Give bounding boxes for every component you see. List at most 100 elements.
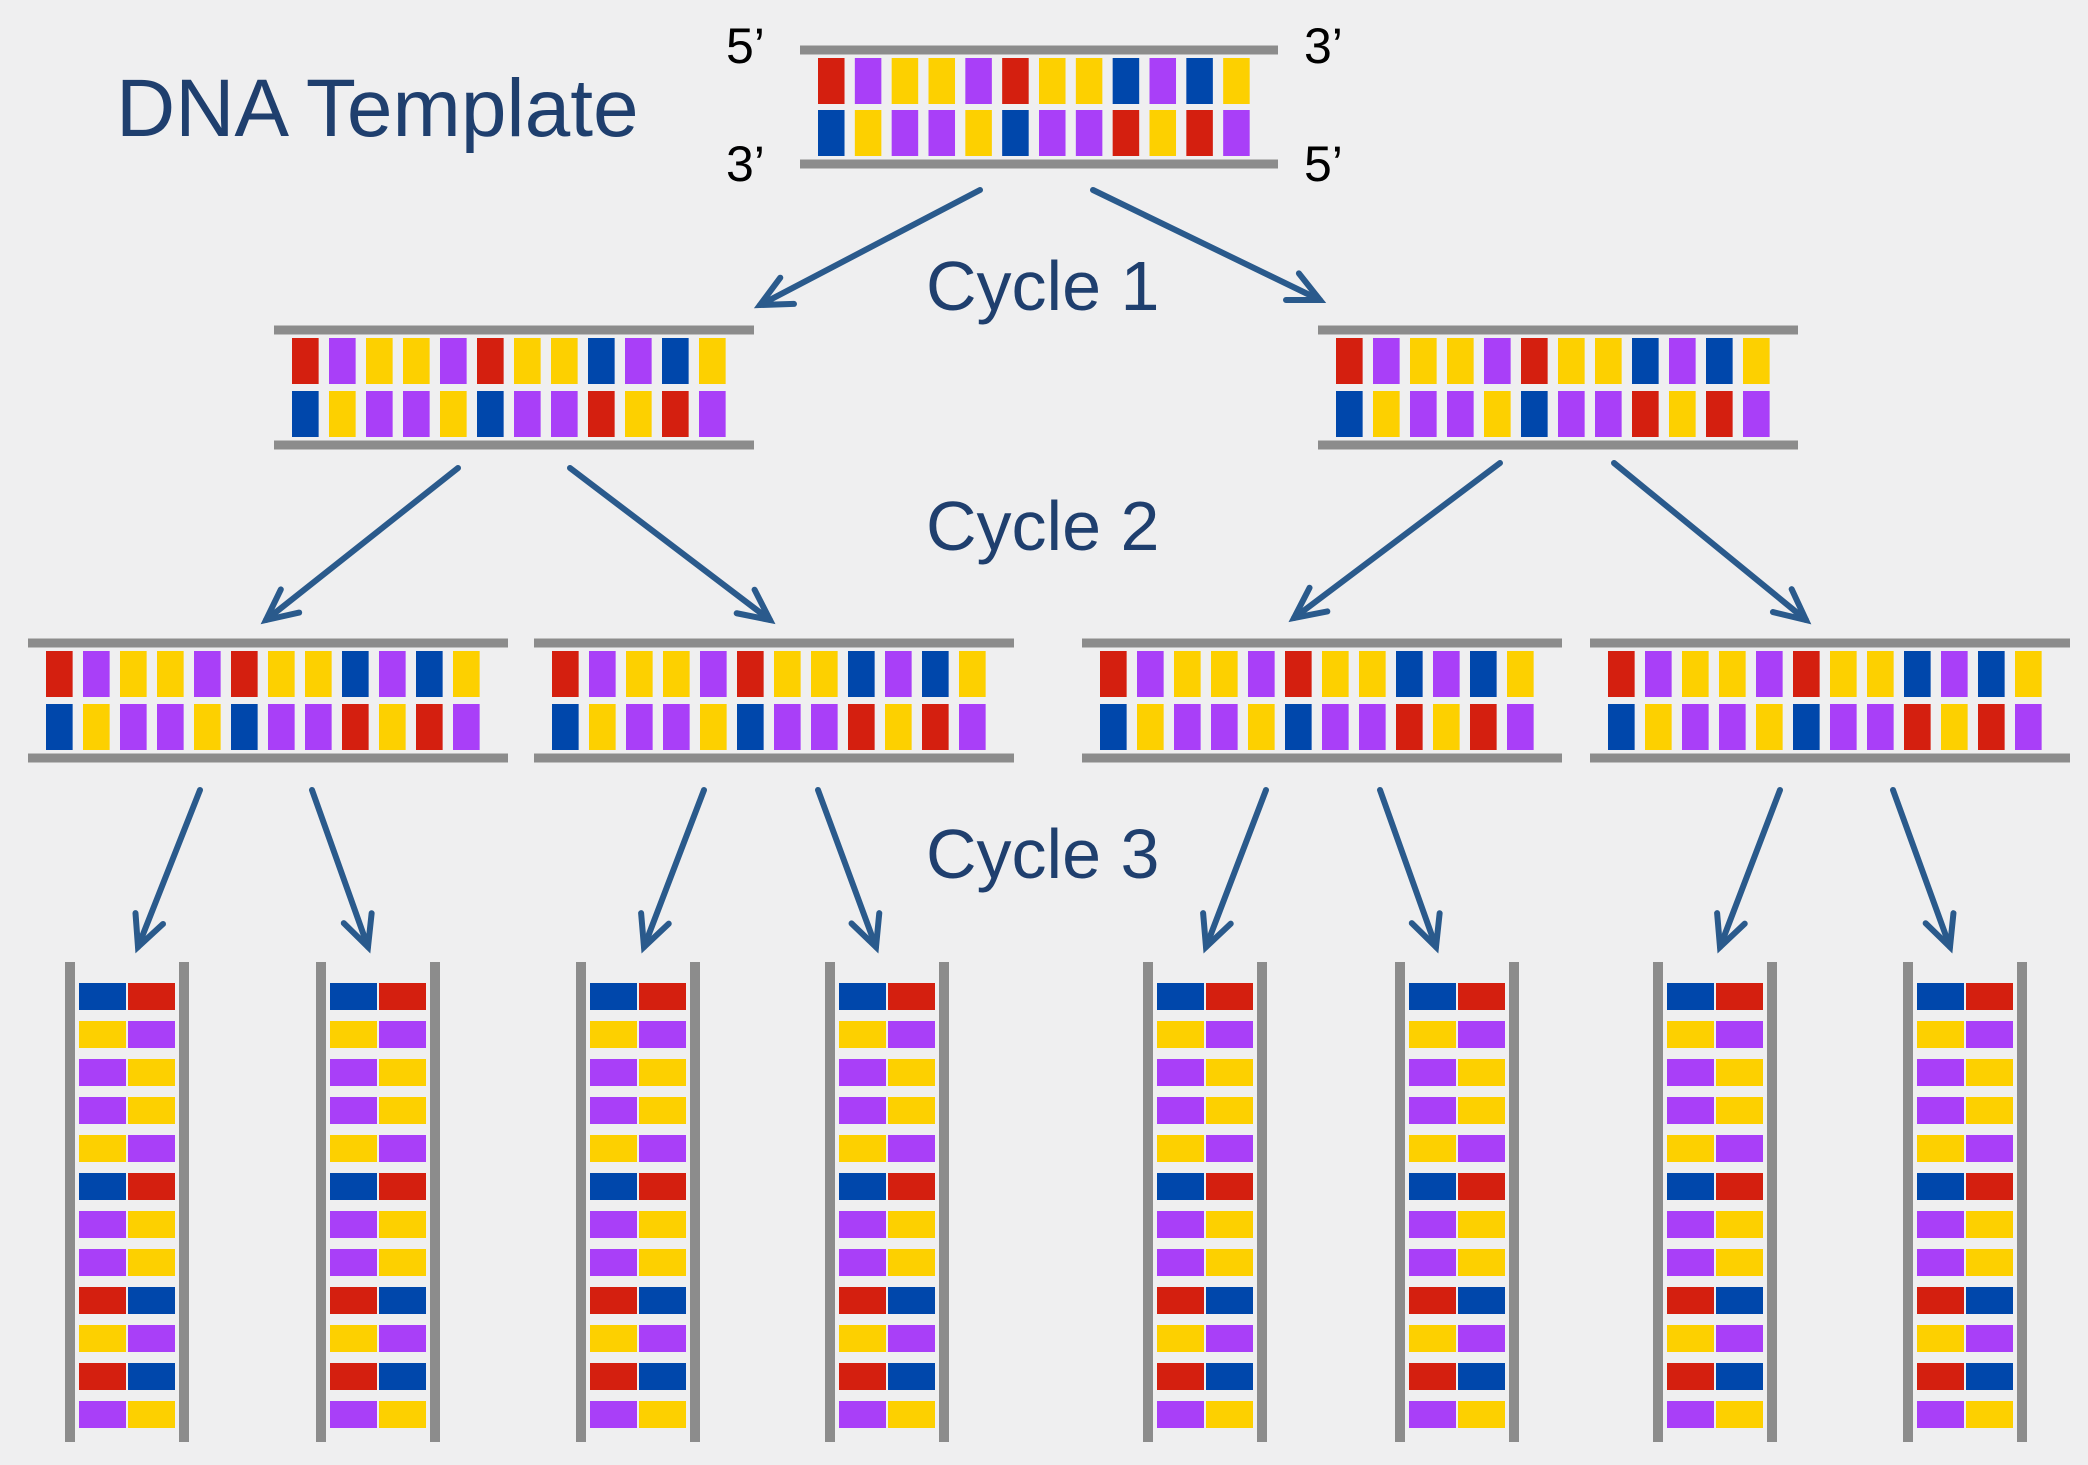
nucleotide-base bbox=[1917, 1021, 1964, 1048]
nucleotide-base bbox=[1716, 1211, 1763, 1238]
nucleotide-base bbox=[120, 704, 147, 750]
nucleotide-base bbox=[839, 1135, 886, 1162]
nucleotide-base bbox=[128, 1211, 175, 1238]
nucleotide-base bbox=[1409, 1059, 1456, 1086]
nucleotide-base bbox=[888, 1059, 935, 1086]
nucleotide-base bbox=[1206, 983, 1253, 1010]
nucleotide-base bbox=[1719, 704, 1746, 750]
nucleotide-base bbox=[1206, 1325, 1253, 1352]
nucleotide-base bbox=[416, 651, 443, 697]
nucleotide-base bbox=[342, 651, 369, 697]
nucleotide-base bbox=[1039, 58, 1066, 104]
nucleotide-base bbox=[1904, 704, 1931, 750]
arrow-icon bbox=[309, 787, 375, 954]
arrow-head bbox=[1283, 270, 1327, 304]
nucleotide-base bbox=[1447, 391, 1474, 437]
nucleotide-base bbox=[1211, 651, 1238, 697]
nucleotide-base bbox=[590, 983, 637, 1010]
nucleotide-base bbox=[1966, 1325, 2013, 1352]
nucleotide-base bbox=[83, 651, 110, 697]
nucleotide-base bbox=[626, 704, 653, 750]
arrow-shaft bbox=[263, 465, 461, 623]
nucleotide-base bbox=[1941, 704, 1968, 750]
nucleotide-base bbox=[1157, 1021, 1204, 1048]
cycle-3-label: Cycle 3 bbox=[926, 815, 1159, 893]
nucleotide-base bbox=[128, 1173, 175, 1200]
nucleotide-base bbox=[1667, 1249, 1714, 1276]
nucleotide-base bbox=[839, 1173, 886, 1200]
nucleotide-base bbox=[590, 1401, 637, 1428]
nucleotide-base bbox=[922, 651, 949, 697]
arrow-head bbox=[132, 910, 167, 954]
nucleotide-base bbox=[590, 1097, 637, 1124]
nucleotide-base bbox=[1830, 651, 1857, 697]
nucleotide-base bbox=[1917, 1401, 1964, 1428]
cycle-3-product bbox=[1903, 962, 2027, 1442]
nucleotide-base bbox=[1716, 1401, 1763, 1428]
nucleotide-base bbox=[1716, 1021, 1763, 1048]
nucleotide-base bbox=[700, 651, 727, 697]
nucleotide-base bbox=[839, 983, 886, 1010]
nucleotide-base bbox=[1917, 1173, 1964, 1200]
arrow-shaft bbox=[309, 787, 371, 950]
nucleotide-base bbox=[1322, 704, 1349, 750]
arrow-head bbox=[733, 586, 776, 625]
nucleotide-base bbox=[1157, 1135, 1204, 1162]
nucleotide-base bbox=[1667, 1325, 1714, 1352]
nucleotide-base bbox=[83, 704, 110, 750]
cycle-3-product bbox=[65, 962, 189, 1442]
nucleotide-base bbox=[194, 651, 221, 697]
nucleotide-base bbox=[453, 704, 480, 750]
nucleotide-base bbox=[590, 1249, 637, 1276]
nucleotide-base bbox=[1100, 651, 1127, 697]
nucleotide-base bbox=[959, 651, 986, 697]
nucleotide-base bbox=[1336, 338, 1363, 384]
nucleotide-base bbox=[888, 1097, 935, 1124]
nucleotide-base bbox=[1966, 1173, 2013, 1200]
nucleotide-base bbox=[639, 1021, 686, 1048]
nucleotide-base bbox=[1966, 1287, 2013, 1314]
nucleotide-base bbox=[1157, 1097, 1204, 1124]
nucleotide-base bbox=[625, 338, 652, 384]
nucleotide-base bbox=[1206, 1249, 1253, 1276]
nucleotide-base bbox=[1966, 1021, 2013, 1048]
arrow-shaft bbox=[1377, 787, 1439, 950]
nucleotide-base bbox=[663, 651, 690, 697]
nucleotide-base bbox=[1716, 1287, 1763, 1314]
arrow-shaft bbox=[135, 787, 203, 950]
nucleotide-base bbox=[1716, 1173, 1763, 1200]
cycle-3-product bbox=[825, 962, 949, 1442]
cycle-1-product bbox=[274, 325, 754, 450]
nucleotide-base bbox=[1716, 1059, 1763, 1086]
arrow-head bbox=[1922, 910, 1957, 954]
nucleotide-base bbox=[1706, 391, 1733, 437]
nucleotide-base bbox=[1595, 338, 1622, 384]
nucleotide-base bbox=[379, 1173, 426, 1200]
nucleotide-base bbox=[639, 1363, 686, 1390]
nucleotide-base bbox=[1632, 391, 1659, 437]
nucleotide-base bbox=[839, 1401, 886, 1428]
nucleotide-base bbox=[1743, 338, 1770, 384]
arrow-head bbox=[638, 910, 672, 954]
template-dna bbox=[800, 45, 1278, 169]
nucleotide-base bbox=[839, 1249, 886, 1276]
nucleotide-base bbox=[1719, 651, 1746, 697]
nucleotide-base bbox=[1917, 1325, 1964, 1352]
nucleotide-base bbox=[1458, 1401, 1505, 1428]
nucleotide-base bbox=[1157, 1325, 1204, 1352]
nucleotide-base bbox=[626, 651, 653, 697]
nucleotide-base bbox=[379, 1211, 426, 1238]
nucleotide-base bbox=[79, 1021, 126, 1048]
nucleotide-base bbox=[1157, 1401, 1204, 1428]
nucleotide-base bbox=[1206, 1211, 1253, 1238]
nucleotide-base bbox=[403, 338, 430, 384]
nucleotide-base bbox=[79, 983, 126, 1010]
nucleotide-base bbox=[1917, 1249, 1964, 1276]
nucleotide-base bbox=[440, 338, 467, 384]
nucleotide-base bbox=[1521, 338, 1548, 384]
nucleotide-base bbox=[79, 1249, 126, 1276]
nucleotide-base bbox=[379, 1363, 426, 1390]
arrow-head bbox=[1408, 910, 1443, 954]
nucleotide-base bbox=[1716, 1325, 1763, 1352]
nucleotide-base bbox=[1966, 1249, 2013, 1276]
